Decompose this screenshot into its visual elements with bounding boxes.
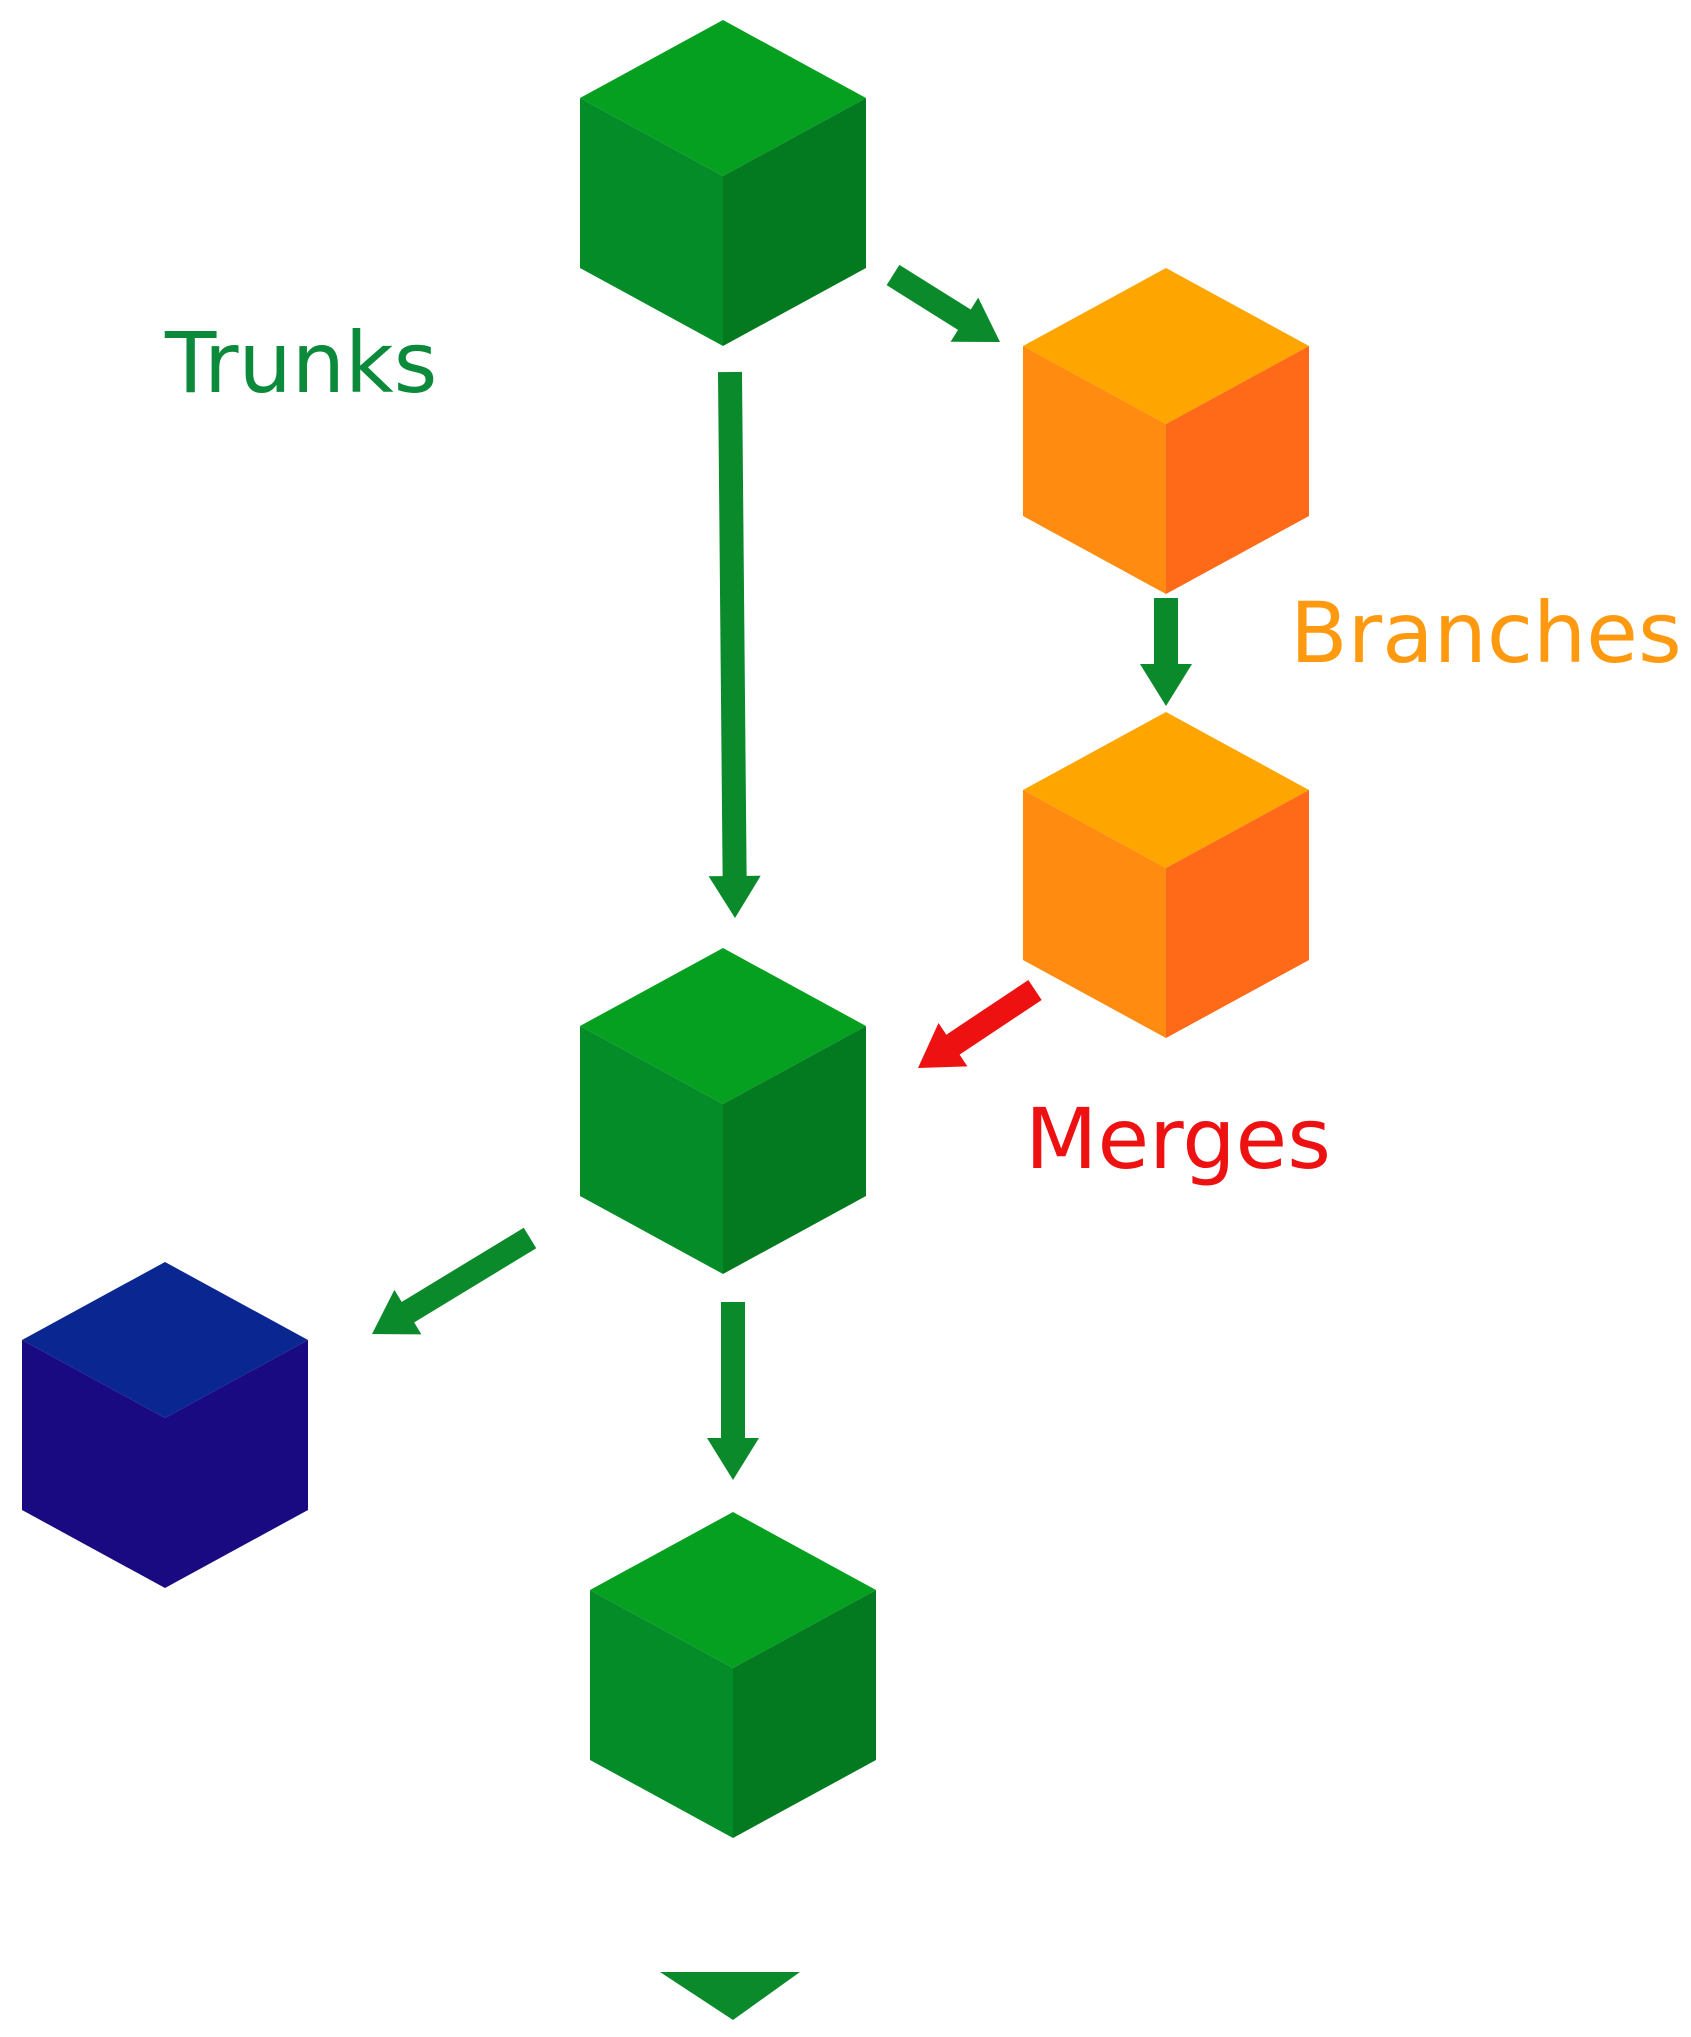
- cube-trunk-2: [580, 948, 866, 1274]
- arrow-trunk-1-to-branch-1: [886, 264, 1000, 342]
- cube-left-face: [1023, 346, 1166, 594]
- cube-left-face: [580, 98, 723, 346]
- cube-branch-1: [1023, 268, 1309, 594]
- arrow-shaft: [399, 1227, 537, 1324]
- cube-layer: [22, 20, 1309, 1838]
- arrow-head: [372, 1289, 422, 1335]
- cube-right-face: [1166, 346, 1309, 594]
- arrow-branch-1-to-branch-2: [1140, 598, 1192, 706]
- cube-left-face: [580, 1026, 723, 1274]
- arrow-layer: [372, 264, 1192, 2020]
- arrow-shaft: [718, 371, 747, 879]
- arrow-shaft: [886, 264, 973, 331]
- cube-right-face: [165, 1340, 308, 1588]
- arrow-head: [918, 1023, 968, 1068]
- cube-branch-2: [1023, 712, 1309, 1038]
- arrow-shaft: [944, 980, 1042, 1056]
- cube-trunk-1: [580, 20, 866, 346]
- cube-trunk-3: [590, 1512, 876, 1838]
- cube-right-face: [1166, 790, 1309, 1038]
- branches-label: Branches: [1290, 584, 1682, 682]
- arrow-head: [950, 297, 1000, 342]
- arrow-branch-2-to-trunk-2: [918, 980, 1042, 1068]
- cube-left-face: [1023, 790, 1166, 1038]
- merges-label: Merges: [1025, 1090, 1331, 1188]
- arrow-trunk-1-to-trunk-2: [708, 371, 761, 918]
- arrow-head: [707, 1438, 759, 1480]
- cube-release-1: [22, 1262, 308, 1588]
- trunks-label: Trunks: [164, 314, 437, 412]
- continuation-arrowhead: [660, 1972, 800, 2020]
- cube-right-face: [723, 98, 866, 346]
- arrow-trunk-2-to-trunk-3: [707, 1302, 759, 1480]
- cube-left-face: [22, 1340, 165, 1588]
- cube-right-face: [723, 1026, 866, 1274]
- arrow-head: [708, 875, 761, 918]
- arrow-trunk-2-to-release-1: [372, 1227, 537, 1335]
- cube-right-face: [733, 1590, 876, 1838]
- cube-left-face: [590, 1590, 733, 1838]
- arrow-head: [1140, 664, 1192, 706]
